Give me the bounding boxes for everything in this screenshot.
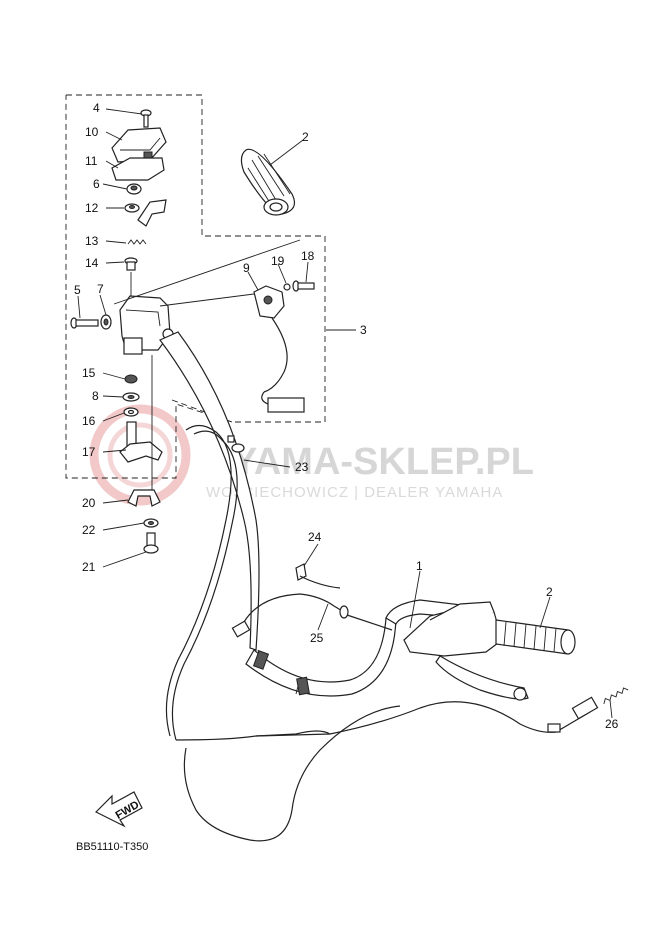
cover-10 <box>111 127 167 163</box>
nut-7 <box>100 314 112 330</box>
callout-2-upper: 2 <box>302 130 309 144</box>
throttle-housing <box>119 295 174 355</box>
spring-13 <box>127 239 147 245</box>
diagram-code: BB51110-T350 <box>76 841 148 853</box>
pivot-lever-17 <box>119 421 163 463</box>
callout-11: 11 <box>85 154 98 168</box>
handlebar <box>159 331 471 697</box>
clutch-lever-assembly <box>403 601 529 701</box>
callout-3: 3 <box>360 323 367 337</box>
leader-lines <box>77 108 613 719</box>
clutch-cable <box>175 593 629 842</box>
bolt-14 <box>124 257 138 271</box>
callout-16: 16 <box>82 414 96 428</box>
callout-13: 13 <box>85 234 99 248</box>
callout-26: 26 <box>605 717 619 731</box>
switch-group-box <box>65 94 326 479</box>
left-grip <box>240 148 295 216</box>
nut-6 <box>126 183 142 195</box>
washer-8 <box>122 392 140 402</box>
throttle-cable <box>165 424 245 741</box>
clip-25 <box>339 605 349 619</box>
callout-18: 18 <box>301 249 315 263</box>
watermark-sub-text: WOJCIECHOWICZ | DEALER YAMAHA <box>206 484 503 501</box>
collar-12 <box>124 199 167 227</box>
bolt-5 <box>70 317 99 329</box>
callout-19: 19 <box>271 254 285 268</box>
throttle-housing-parts <box>70 109 174 554</box>
bolt-18 <box>292 280 315 292</box>
washer-16 <box>123 407 139 417</box>
callout-10: 10 <box>85 125 99 139</box>
watermark-main-text: YAMA-SKLEP.PL <box>232 441 534 483</box>
callout-12: 12 <box>85 201 99 215</box>
clamp-20 <box>127 489 161 507</box>
callout-23: 23 <box>295 460 309 474</box>
watermark-logo-inner <box>107 422 173 488</box>
callout-22: 22 <box>82 523 96 537</box>
callout-4: 4 <box>93 101 100 115</box>
callout-21: 21 <box>82 560 96 574</box>
callout-8: 8 <box>92 389 99 403</box>
callout-labels: 4 10 11 6 12 13 14 5 7 15 8 16 17 20 22 … <box>74 101 619 731</box>
gasket-11 <box>111 157 165 181</box>
handlebar-switch <box>253 285 305 413</box>
screw-4 <box>140 109 152 128</box>
bolt-21 <box>143 532 159 554</box>
right-grip <box>495 619 576 655</box>
callout-25: 25 <box>310 631 324 645</box>
callout-9: 9 <box>243 261 250 275</box>
screw-19 <box>283 283 291 291</box>
callout-5: 5 <box>74 283 81 297</box>
watermark-logo <box>89 404 191 506</box>
callout-24: 24 <box>308 530 322 544</box>
callout-17: 17 <box>82 445 96 459</box>
callout-1: 1 <box>416 559 423 573</box>
callout-14: 14 <box>85 256 99 270</box>
callout-2-lower: 2 <box>546 585 553 599</box>
nut-15 <box>124 374 138 384</box>
callout-20: 20 <box>82 496 96 510</box>
fwd-arrow: FWD <box>94 791 143 828</box>
callout-6: 6 <box>93 177 100 191</box>
clip-24 <box>295 563 341 589</box>
washer-22 <box>143 518 159 528</box>
watermark: YAMA-SKLEP.PL WOJCIECHOWICZ | DEALER YAM… <box>89 404 534 506</box>
callout-7: 7 <box>97 282 104 296</box>
callout-15: 15 <box>82 366 96 380</box>
